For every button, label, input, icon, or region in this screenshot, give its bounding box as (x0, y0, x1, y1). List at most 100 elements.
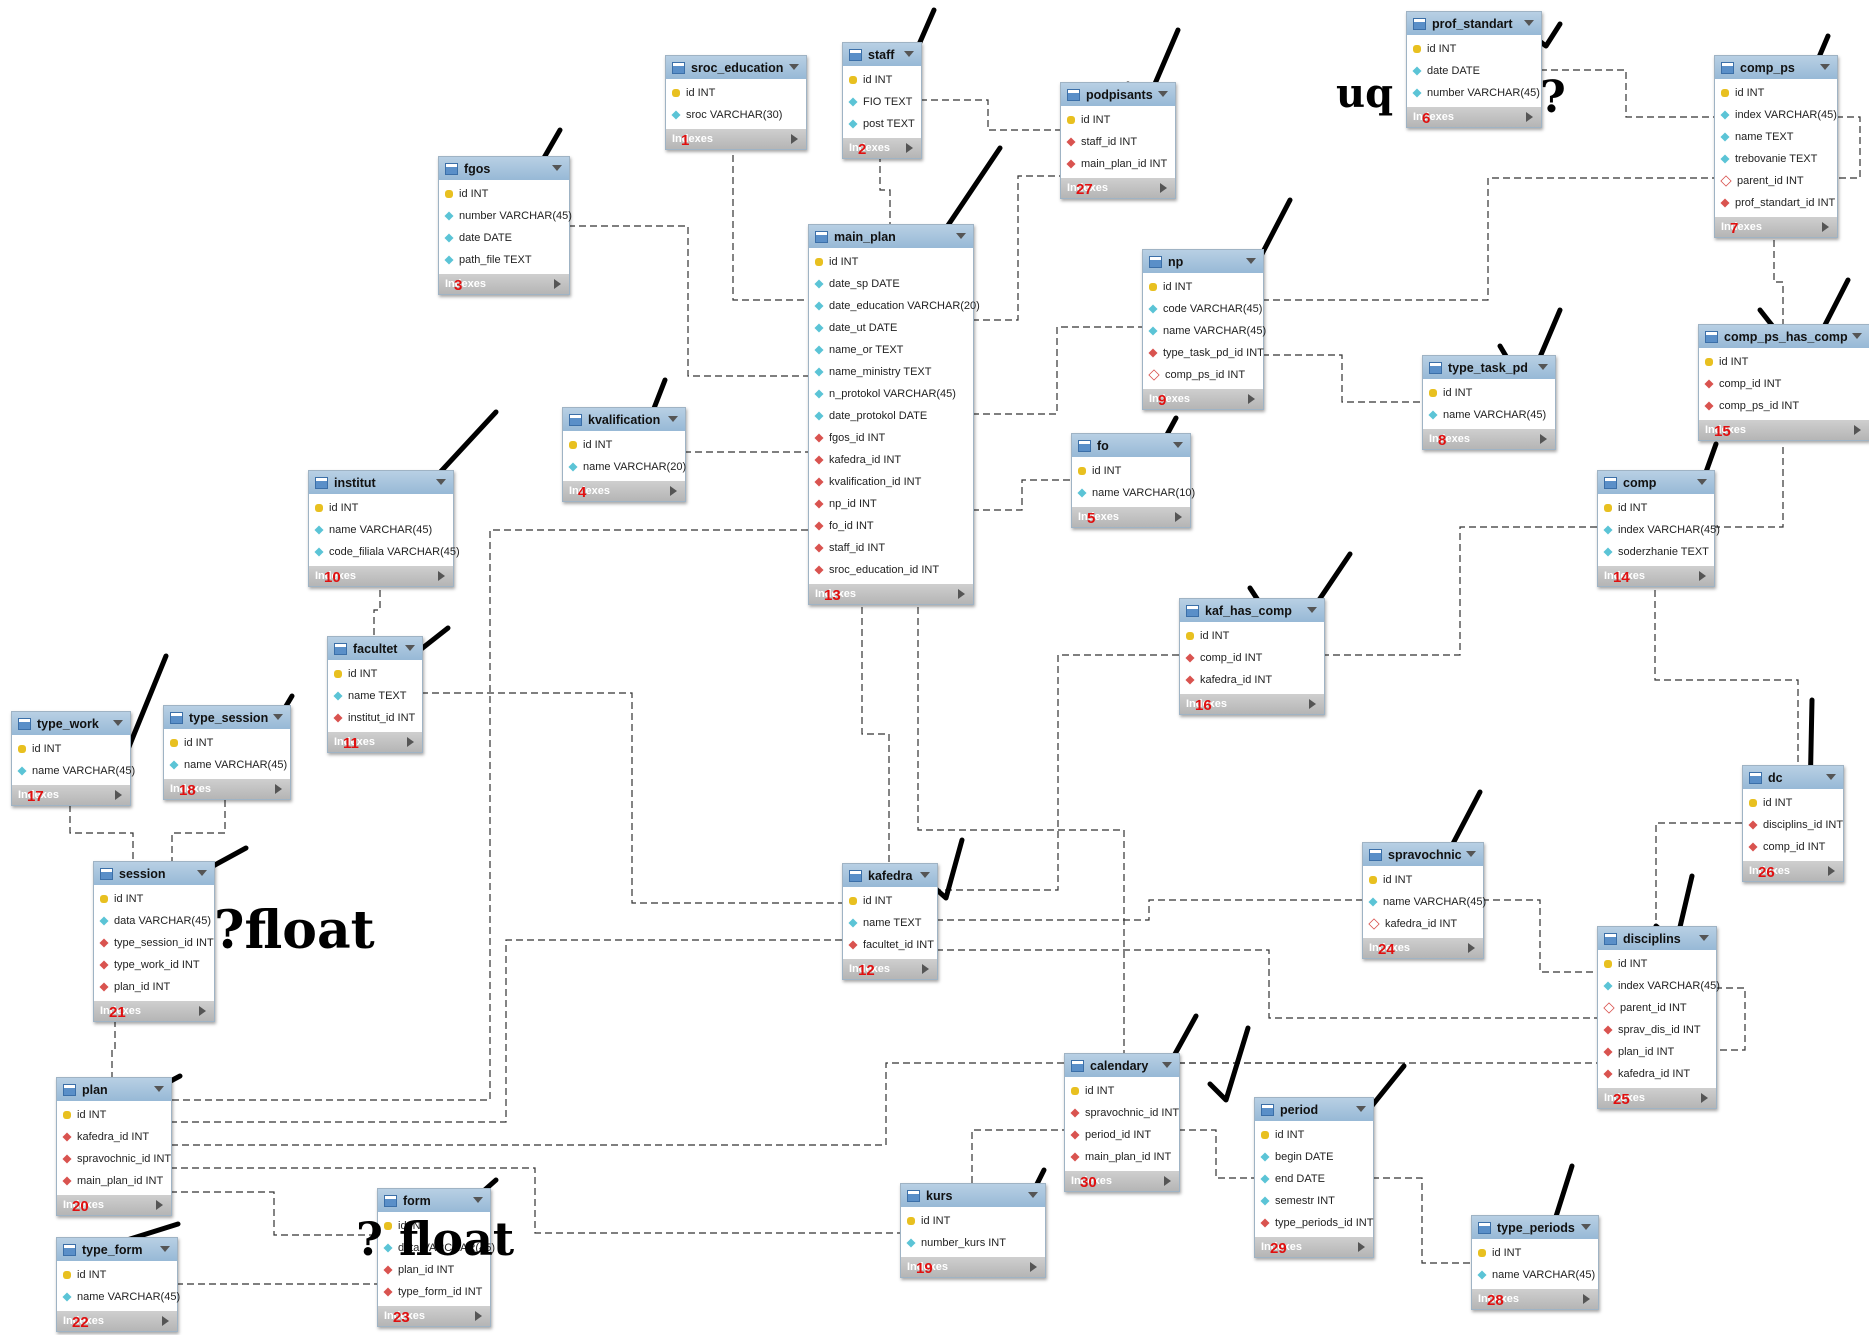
column-row[interactable]: n_protokol VARCHAR(45) (809, 383, 973, 405)
collapse-arrow-icon[interactable] (436, 479, 446, 485)
collapse-arrow-icon[interactable] (668, 416, 678, 422)
expand-arrow-icon[interactable] (1701, 1093, 1708, 1103)
column-row[interactable]: period_id INT (1065, 1124, 1179, 1146)
expand-arrow-icon[interactable] (670, 486, 677, 496)
column-row[interactable]: date_sp DATE (809, 273, 973, 295)
column-row[interactable]: plan_id INT (378, 1259, 490, 1281)
indexes-bar[interactable]: Indexes (1180, 694, 1324, 714)
expand-arrow-icon[interactable] (1030, 1262, 1037, 1272)
column-row[interactable]: id INT (1598, 953, 1716, 975)
table-header[interactable]: dc (1743, 766, 1843, 789)
indexes-bar[interactable]: Indexes (1699, 420, 1869, 440)
collapse-arrow-icon[interactable] (473, 1197, 483, 1203)
column-row[interactable]: name VARCHAR(10) (1072, 482, 1195, 504)
column-row[interactable]: soderzhanie TEXT (1598, 541, 1714, 563)
column-row[interactable]: path_file TEXT (439, 249, 569, 271)
collapse-arrow-icon[interactable] (1524, 20, 1534, 26)
table-header[interactable]: kafedra (843, 864, 937, 887)
collapse-arrow-icon[interactable] (1028, 1192, 1038, 1198)
column-row[interactable]: index VARCHAR(45) (1598, 519, 1720, 541)
column-row[interactable]: np_id INT (809, 493, 973, 515)
column-row[interactable]: date_protokol DATE (809, 405, 973, 427)
expand-arrow-icon[interactable] (1540, 434, 1547, 444)
column-row[interactable]: id INT (1715, 82, 1837, 104)
table-header[interactable]: disciplins (1598, 927, 1716, 950)
indexes-bar[interactable]: Indexes (12, 785, 130, 805)
collapse-arrow-icon[interactable] (1699, 935, 1709, 941)
expand-arrow-icon[interactable] (1358, 1242, 1365, 1252)
column-row[interactable]: kvalification_id INT (809, 471, 973, 493)
collapse-arrow-icon[interactable] (1162, 1062, 1172, 1068)
indexes-bar[interactable]: Indexes (57, 1195, 171, 1215)
column-row[interactable]: plan_id INT (94, 976, 214, 998)
column-row[interactable]: main_plan_id INT (57, 1170, 171, 1192)
column-row[interactable]: code VARCHAR(45) (1143, 298, 1263, 320)
column-row[interactable]: date_education VARCHAR(20) (809, 295, 980, 317)
column-row[interactable]: kafedra_id INT (1180, 669, 1324, 691)
column-row[interactable]: parent_id INT (1715, 170, 1837, 192)
column-row[interactable]: comp_id INT (1180, 647, 1324, 669)
table-header[interactable]: podpisants (1061, 83, 1175, 106)
indexes-bar[interactable]: Indexes (843, 138, 921, 158)
table-header[interactable]: type_periods (1472, 1216, 1598, 1239)
indexes-bar[interactable]: Indexes (439, 274, 569, 294)
table-header[interactable]: institut (309, 471, 453, 494)
collapse-arrow-icon[interactable] (1246, 258, 1256, 264)
column-row[interactable]: type_form_id INT (378, 1281, 490, 1303)
column-row[interactable]: institut_id INT (328, 707, 422, 729)
table-header[interactable]: prof_standart (1407, 12, 1541, 35)
column-row[interactable]: facultet_id INT (843, 934, 937, 956)
table-header[interactable]: comp_ps (1715, 56, 1837, 79)
collapse-arrow-icon[interactable] (113, 720, 123, 726)
expand-arrow-icon[interactable] (475, 1311, 482, 1321)
expand-arrow-icon[interactable] (1854, 425, 1861, 435)
column-row[interactable]: id INT (328, 663, 422, 685)
column-row[interactable]: id INT (309, 497, 453, 519)
column-row[interactable]: trebovanie TEXT (1715, 148, 1837, 170)
expand-arrow-icon[interactable] (115, 790, 122, 800)
collapse-arrow-icon[interactable] (1307, 607, 1317, 613)
expand-arrow-icon[interactable] (1526, 112, 1533, 122)
table-header[interactable]: np (1143, 250, 1263, 273)
column-row[interactable]: name VARCHAR(45) (309, 519, 453, 541)
collapse-arrow-icon[interactable] (1173, 442, 1183, 448)
collapse-arrow-icon[interactable] (1820, 64, 1830, 70)
expand-arrow-icon[interactable] (554, 279, 561, 289)
expand-arrow-icon[interactable] (791, 134, 798, 144)
column-row[interactable]: spravochnic_id INT (57, 1148, 171, 1170)
column-row[interactable]: comp_id INT (1743, 836, 1843, 858)
indexes-bar[interactable]: Indexes (309, 566, 453, 586)
collapse-arrow-icon[interactable] (1158, 91, 1168, 97)
collapse-arrow-icon[interactable] (1826, 774, 1836, 780)
table-header[interactable]: form (378, 1189, 490, 1212)
column-row[interactable]: date_ut DATE (809, 317, 973, 339)
column-row[interactable]: name VARCHAR(45) (12, 760, 135, 782)
column-row[interactable]: id INT (809, 251, 973, 273)
indexes-bar[interactable]: Indexes (94, 1001, 214, 1021)
table-header[interactable]: sroc_education (666, 56, 806, 79)
column-row[interactable]: id INT (378, 1215, 490, 1237)
indexes-bar[interactable]: Indexes (563, 481, 685, 501)
indexes-bar[interactable]: Indexes (1598, 566, 1714, 586)
table-header[interactable]: main_plan (809, 225, 973, 248)
column-row[interactable]: id INT (1743, 792, 1843, 814)
column-row[interactable]: fo_id INT (809, 515, 973, 537)
column-row[interactable]: plan_id INT (1598, 1041, 1716, 1063)
table-header[interactable]: type_session (164, 706, 290, 729)
column-row[interactable]: number_kurs INT (901, 1232, 1045, 1254)
indexes-bar[interactable]: Indexes (1407, 107, 1541, 127)
column-row[interactable]: prof_standart_id INT (1715, 192, 1837, 214)
column-row[interactable]: id INT (1180, 625, 1324, 647)
collapse-arrow-icon[interactable] (1466, 851, 1476, 857)
column-row[interactable]: name TEXT (843, 912, 937, 934)
indexes-bar[interactable]: Indexes (1143, 389, 1263, 409)
indexes-bar[interactable]: Indexes (1715, 217, 1837, 237)
